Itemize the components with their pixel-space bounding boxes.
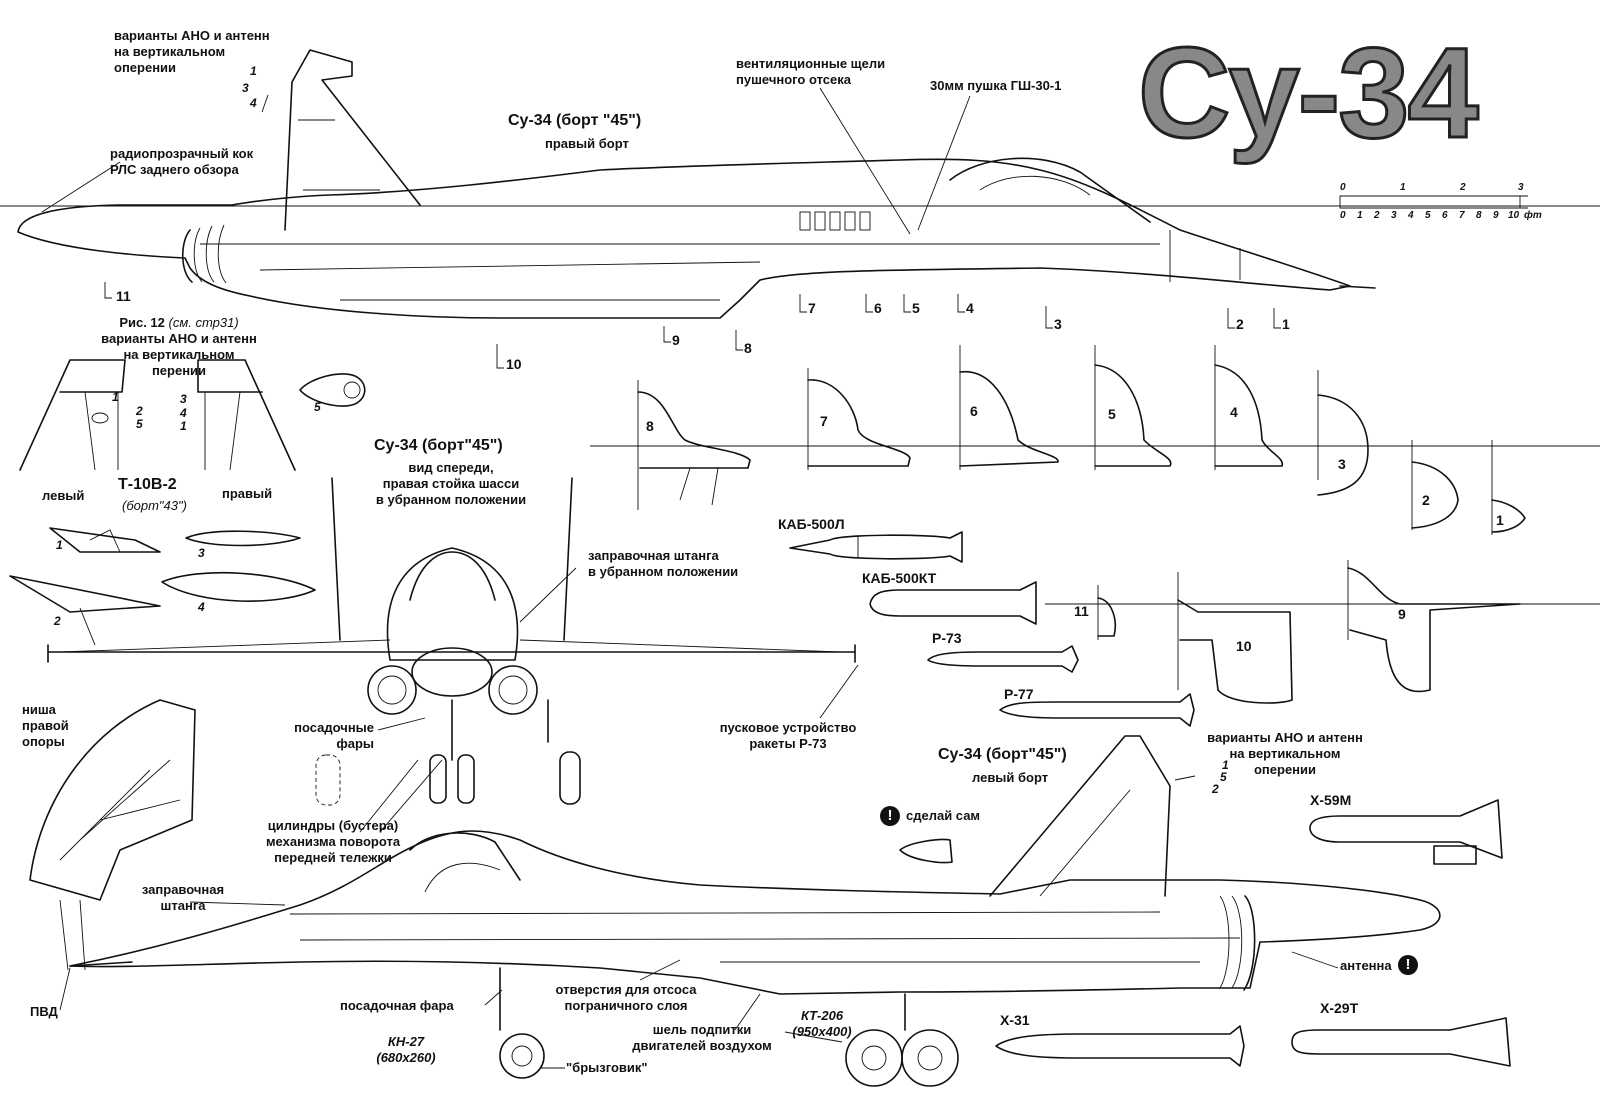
gear-niche-label: ниша правой опоры	[22, 702, 69, 749]
gun-label: 30мм пушка ГШ-30-1	[930, 78, 1062, 93]
fin-variant-b5: 5	[1220, 770, 1227, 784]
weapon-r73: Р-73	[932, 630, 962, 646]
fig12-left-1: 1	[112, 390, 119, 404]
kn27-label: КН-27	[387, 1034, 425, 1049]
section-5: 5	[1108, 406, 1116, 422]
t10-num-3: 3	[198, 546, 205, 560]
section-6: 6	[970, 403, 978, 419]
refuel-probe-label: заправочная штанга	[141, 882, 225, 913]
launcher-label: пусковое устройство ракеты Р-73	[719, 720, 857, 751]
section-3: 3	[1338, 456, 1346, 472]
scale-bar	[1339, 195, 1528, 209]
t10-name: Т-10В-2	[118, 476, 177, 493]
page-title: Су-34	[1137, 21, 1481, 167]
splash-guard-label: "брызговик"	[566, 1060, 648, 1075]
gear-niche-sketch	[29, 699, 196, 971]
front-view-title: Су-34 (борт"45")	[374, 437, 503, 454]
kn27-size: (680х260)	[376, 1050, 436, 1065]
warning-icon-antenna: !	[1398, 955, 1418, 975]
fig12-right-1: 1	[180, 419, 187, 433]
fig12-right-4: 4	[180, 406, 187, 420]
fig12-caption-rest: варианты АНО и антенн на вертикальном пе…	[101, 331, 257, 378]
fig12-right-label: правый	[222, 486, 273, 501]
kt206-label: КТ-206	[800, 1008, 844, 1023]
weapon-x31: Х-31	[1000, 1012, 1030, 1028]
weapon-r77: Р-77	[1004, 686, 1034, 702]
t10-sketches	[9, 527, 316, 646]
boosters-label: цилиндры (бустера) механизма поворота пе…	[265, 818, 401, 865]
fin-variant-1: 1	[250, 64, 257, 78]
station-11: 11	[116, 288, 131, 304]
weapons-drawings	[789, 531, 1511, 1067]
section-4: 4	[1230, 404, 1238, 420]
fig12-caption: Рис. 12 (см. стр31)	[119, 315, 239, 330]
refuel-retracted-label: заправочная штанга в убранном положении	[588, 548, 739, 579]
ano-fin-label-top: варианты АНО и антенн на вертикальном оп…	[114, 28, 270, 75]
t10-board: (борт"43")	[122, 498, 187, 513]
side-view-left-title: Су-34 (борт"45")	[938, 746, 1067, 763]
warning-icon: !	[880, 806, 900, 826]
ano-fin-label-bottom: варианты АНО и антенн на вертикальном оп…	[1207, 730, 1363, 777]
station-9: 9	[672, 332, 680, 348]
section-7: 7	[820, 413, 828, 429]
vent-slots-label: вентиляционные щели пушечного отсека	[736, 56, 886, 87]
side-view-left-subtitle: левый борт	[972, 770, 1049, 785]
front-view-subtitle: вид спереди, правая стойка шасси в убран…	[375, 460, 527, 507]
weapon-kab500kt: КАБ-500КТ	[862, 570, 937, 586]
fin-variant-b2: 2	[1212, 782, 1219, 796]
t10-num-1: 1	[56, 538, 63, 552]
station-10: 10	[506, 356, 522, 372]
station-5: 5	[912, 300, 920, 316]
pitot-label: ПВД	[30, 1004, 58, 1019]
fig12-item-5: 5	[314, 400, 321, 414]
station-7: 7	[808, 300, 816, 316]
radome-tail-label: радиопрозрачный кок РЛС заднего обзора	[110, 146, 254, 177]
t10-num-2: 2	[54, 614, 61, 628]
section-1: 1	[1496, 512, 1504, 528]
front-view-drawing	[47, 477, 856, 806]
intake-slot-label: шель подпитки двигателей воздухом	[632, 1022, 772, 1053]
side-view-right-title: Су-34 (борт "45")	[508, 112, 642, 129]
landing-lights-label: посадочные фары	[294, 720, 374, 751]
boundary-holes-label: отверстия для отсоса пограничного слоя	[555, 982, 697, 1013]
side-view-right-drawing	[17, 49, 1376, 319]
station-6: 6	[874, 300, 882, 316]
fin-variant-b1: 1	[1222, 758, 1229, 772]
diy-label: сделай сам	[906, 808, 981, 823]
station-8: 8	[744, 340, 752, 356]
side-view-right-subtitle: правый борт	[545, 136, 629, 151]
station-1: 1	[1282, 316, 1290, 332]
cross-sections	[637, 345, 1526, 704]
fin-variant-4: 4	[250, 96, 257, 110]
t10-num-4: 4	[198, 600, 205, 614]
antenna-label: антенна	[1340, 958, 1392, 973]
fig12-left-2: 2	[136, 404, 143, 418]
fig12-right-3: 3	[180, 392, 187, 406]
side-view-left-drawing	[69, 735, 1441, 1087]
station-3: 3	[1054, 316, 1062, 332]
section-10: 10	[1236, 638, 1252, 654]
section-2: 2	[1422, 492, 1430, 508]
fig12-fin-views	[19, 359, 366, 471]
fig12-left-label: левый	[42, 488, 85, 503]
weapon-x29t: Х-29Т	[1320, 1000, 1359, 1016]
kt206-size: (950х400)	[792, 1024, 852, 1039]
fig12-left-5: 5	[136, 417, 143, 431]
station-marks	[104, 282, 1281, 369]
weapon-x59m: Х-59М	[1310, 792, 1352, 808]
landing-light-label: посадочная фара	[340, 998, 454, 1013]
weapon-kab500l: КАБ-500Л	[778, 516, 845, 532]
station-4: 4	[966, 300, 974, 316]
section-9: 9	[1398, 606, 1406, 622]
fin-variant-3: 3	[242, 81, 249, 95]
section-8: 8	[646, 418, 654, 434]
section-11: 11	[1074, 603, 1089, 619]
station-2: 2	[1236, 316, 1244, 332]
